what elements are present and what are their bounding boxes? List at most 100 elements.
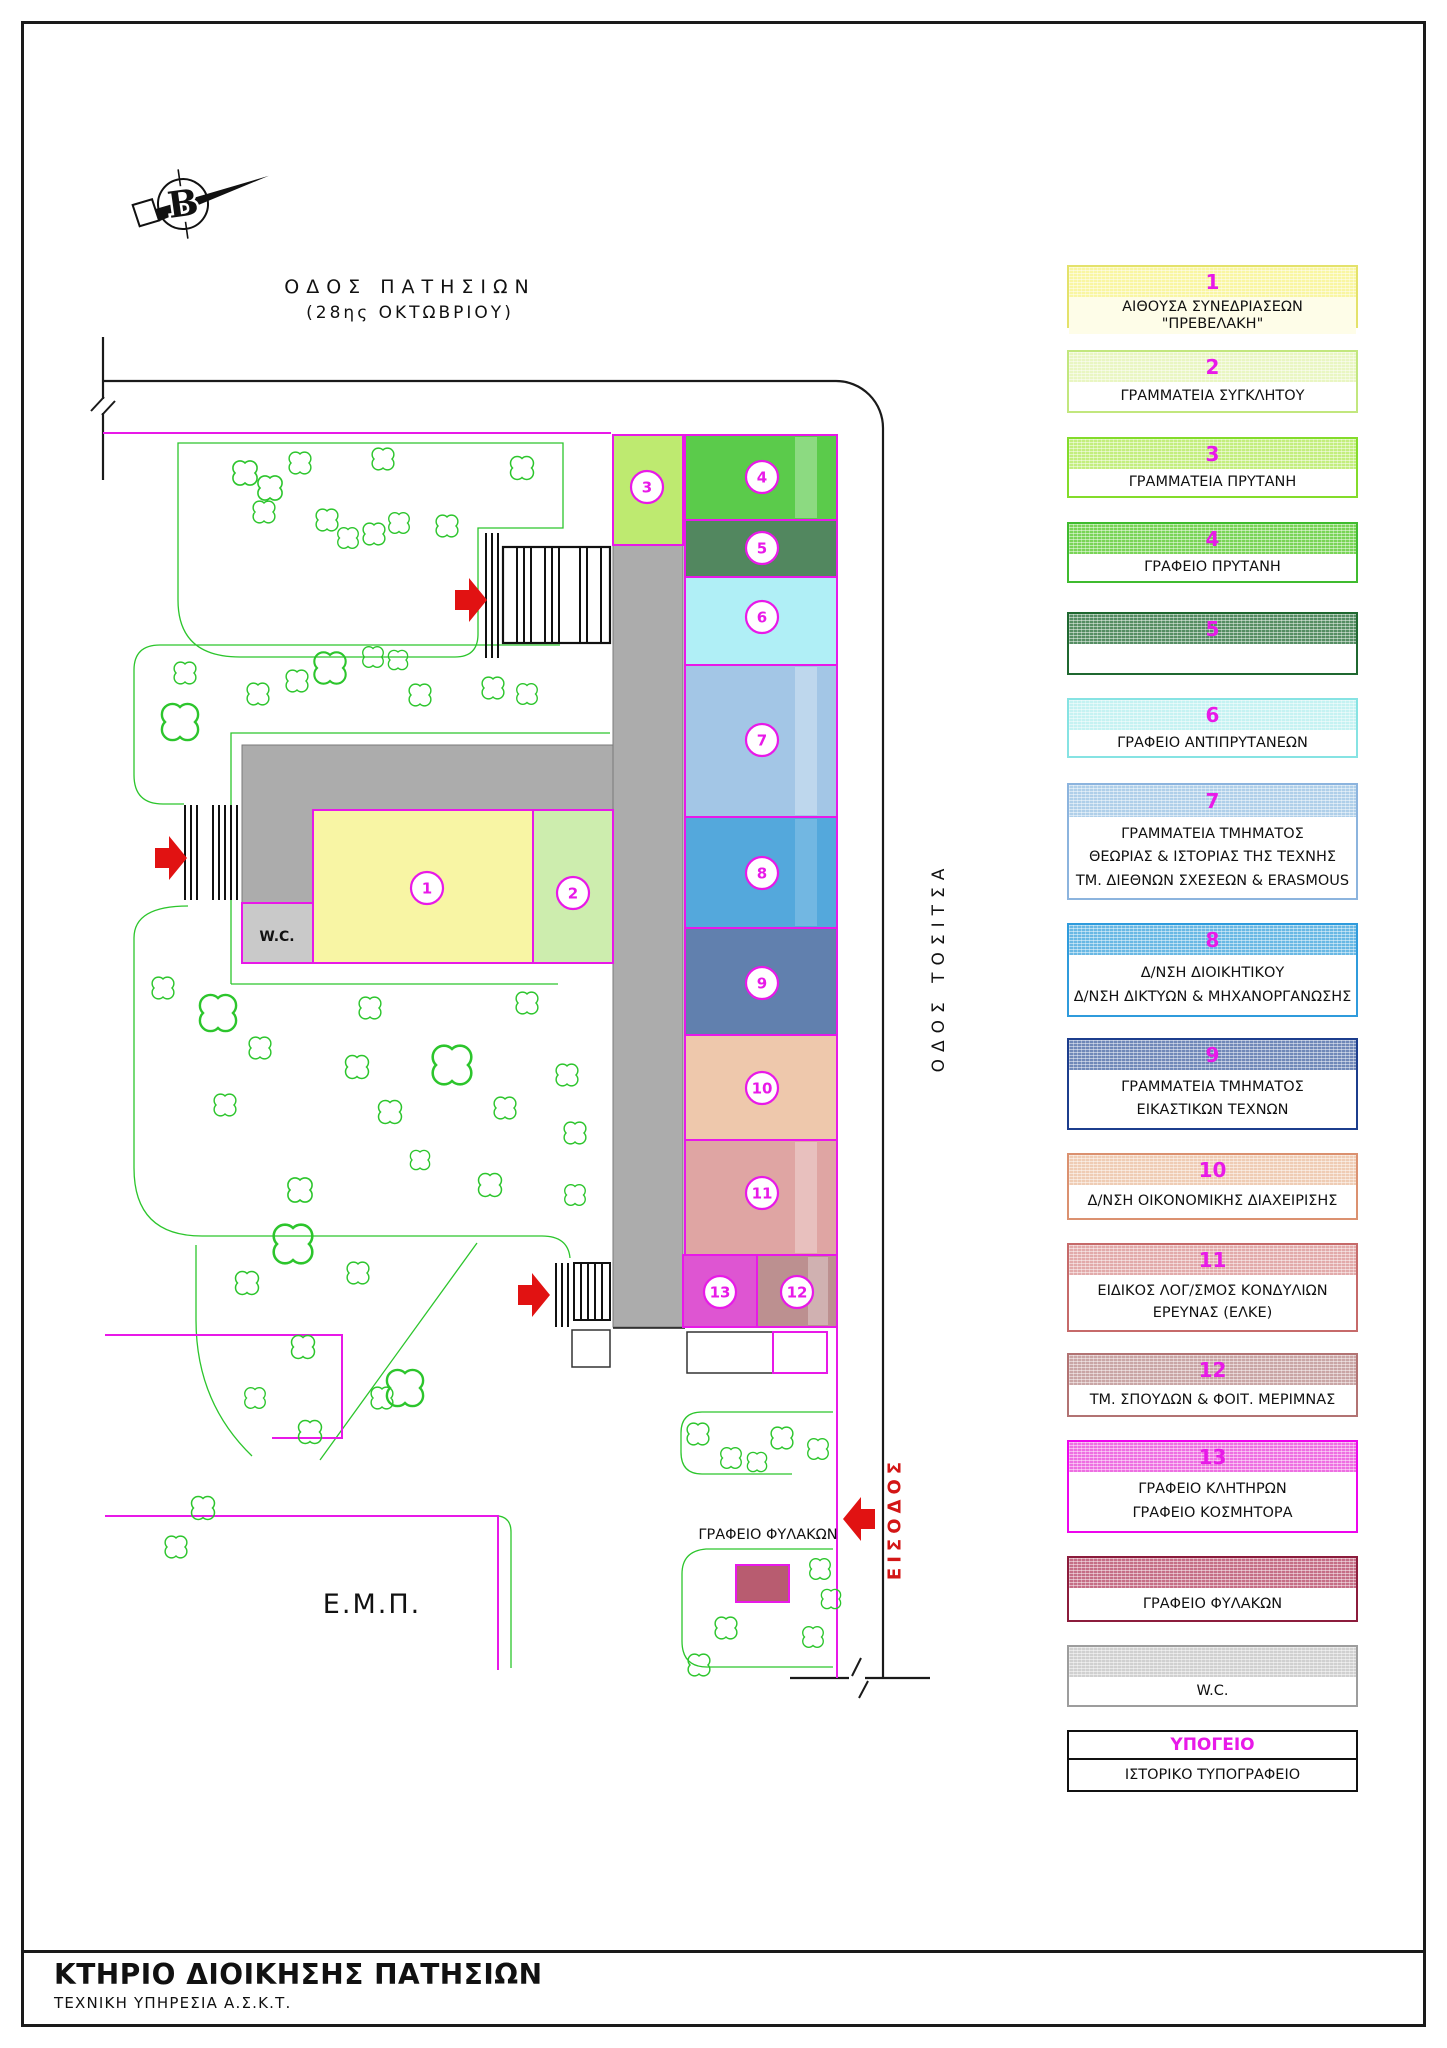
legend-label-line: ΓΡΑΦΕΙΟ ΠΡΥΤΑΝΗ bbox=[1144, 559, 1281, 576]
title-block-separator bbox=[24, 1950, 1423, 1953]
room-number-bubble: 11 bbox=[752, 1185, 773, 1203]
legend-number: 2 bbox=[1205, 355, 1220, 379]
tree-icon bbox=[746, 1451, 768, 1473]
tree-icon bbox=[493, 1096, 517, 1120]
legend-label-line: ΤΜ. ΣΠΟΥΔΩΝ & ΦΟΙΤ. ΜΕΡΙΜΝΑΣ bbox=[1089, 1391, 1336, 1408]
legend-number: 10 bbox=[1198, 1158, 1227, 1182]
entrance-arrow-icon bbox=[455, 578, 487, 622]
legend-number: 6 bbox=[1205, 703, 1220, 727]
tree-icon bbox=[714, 1616, 738, 1640]
neighbour-building-outline bbox=[105, 1334, 343, 1439]
sheet-title: ΚΤΗΡΙΟ ΔΙΟΙΚΗΣΗΣ ΠΑΤΗΣΙΩΝ bbox=[54, 1958, 543, 1991]
legend-swatch bbox=[1069, 1558, 1356, 1588]
legend-label-line: Δ/ΝΣΗ ΔΙΚΤΥΩΝ & ΜΗΧΑΝΟΡΓΑΝΩΣΗΣ bbox=[1073, 988, 1352, 1005]
tree-icon bbox=[164, 1535, 188, 1559]
tree-icon bbox=[257, 475, 283, 501]
legend-item-w-c-: W.C. bbox=[1067, 1645, 1358, 1707]
room-number-bubble: 1 bbox=[422, 880, 432, 898]
legend-swatch: 2 bbox=[1069, 352, 1356, 382]
wc-room bbox=[241, 902, 314, 964]
legend-label: ΑΙΘΟΥΣΑ ΣΥΝΕΔΡΙΑΣΕΩΝ "ΠΡΕΒΕΛΑΚΗ" bbox=[1069, 297, 1356, 335]
legend-number: 11 bbox=[1198, 1248, 1227, 1272]
legend-swatch: 9 bbox=[1069, 1040, 1356, 1070]
emp-building-outline bbox=[105, 1515, 499, 1670]
legend-label-line: ΕΙΔΙΚΟΣ ΛΟΓ/ΣΜΟΣ ΚΟΝΔΥΛΙΩΝ bbox=[1097, 1282, 1328, 1299]
legend-swatch: 5 bbox=[1069, 614, 1356, 644]
tree-icon bbox=[290, 1334, 316, 1360]
entrance-label: ΕΙΣΟΔΟΣ bbox=[884, 1456, 906, 1581]
stairs-bottom bbox=[555, 1262, 611, 1327]
tree-icon bbox=[477, 1172, 503, 1198]
north-compass-icon: B bbox=[131, 169, 269, 239]
guard-office-label: ΓΡΑΦΕΙΟ ΦΥΛΑΚΩΝ bbox=[698, 1527, 838, 1543]
tree-icon bbox=[516, 683, 538, 705]
legend-swatch bbox=[1069, 1647, 1356, 1677]
legend-number: 4 bbox=[1205, 527, 1220, 551]
tree-icon bbox=[809, 1558, 831, 1580]
room-number-bubble: 4 bbox=[757, 469, 767, 487]
legend-label-line: ΘΕΩΡΙΑΣ & ΙΣΤΟΡΙΑΣ ΤΗΣ ΤΕΧΝΗΣ bbox=[1088, 849, 1337, 866]
street-label-patision: ΟΔΟΣ ΠΑΤΗΣΙΩΝ (28ης ΟΚΤΩΒΡΙΟΥ) bbox=[250, 276, 570, 323]
room-number-bubble: 10 bbox=[752, 1080, 773, 1098]
legend-label: ΓΡΑΜΜΑΤΕΙΑ ΠΡΥΤΑΝΗ bbox=[1069, 469, 1356, 496]
tree-icon bbox=[337, 527, 359, 549]
street-alt-name: (28ης ΟΚΤΩΒΡΙΟΥ) bbox=[306, 303, 514, 323]
tree-icon bbox=[160, 702, 200, 742]
legend-swatch: 11 bbox=[1069, 1245, 1356, 1275]
room-5 bbox=[684, 519, 838, 578]
legend-label: ΤΜ. ΣΠΟΥΔΩΝ & ΦΟΙΤ. ΜΕΡΙΜΝΑΣ bbox=[1069, 1385, 1356, 1415]
legend-swatch: 6 bbox=[1069, 700, 1356, 730]
legend-swatch: 13 bbox=[1069, 1442, 1356, 1472]
room-number-bubble: 7 bbox=[757, 732, 767, 750]
legend-swatch: 10 bbox=[1069, 1155, 1356, 1185]
tree-icon bbox=[344, 1054, 370, 1080]
tree-icon bbox=[370, 1386, 394, 1410]
room-number-bubble: 13 bbox=[710, 1284, 731, 1302]
legend-label-line: ΓΡΑΜΜΑΤΕΙΑ ΣΥΓΚΛΗΤΟΥ bbox=[1120, 388, 1305, 405]
legend-label-line: ΓΡΑΦΕΙΟ ΚΛΗΤΗΡΩΝ bbox=[1138, 1481, 1287, 1498]
legend-basement-label: ΙΣΤΟΡΙΚΟ ΤΥΠΟΓΡΑΦΕΙΟ bbox=[1124, 1767, 1301, 1783]
tree-icon bbox=[232, 460, 258, 486]
tree-icon bbox=[371, 447, 395, 471]
legend-label-line: ΑΙΘΟΥΣΑ ΣΥΝΕΔΡΙΑΣΕΩΝ "ΠΡΕΒΕΛΑΚΗ" bbox=[1122, 299, 1303, 332]
tree-icon bbox=[285, 669, 309, 693]
legend-item--: ΓΡΑΦΕΙΟ ΦΥΛΑΚΩΝ bbox=[1067, 1556, 1358, 1622]
tree-icon bbox=[362, 522, 386, 546]
legend-number: 12 bbox=[1198, 1358, 1227, 1382]
tree-icon bbox=[802, 1626, 824, 1648]
legend-label-line: ΓΡΑΜΜΑΤΕΙΑ ΠΡΥΤΑΝΗ bbox=[1128, 474, 1297, 491]
legend-label: Δ/ΝΣΗ ΟΙΚΟΝΟΜΙΚΗΣ ΔΙΑΧΕΙΡΙΣΗΣ bbox=[1069, 1185, 1356, 1218]
legend-number: 1 bbox=[1205, 270, 1220, 294]
legend-label-line: ΓΡΑΦΕΙΟ ΦΥΛΑΚΩΝ bbox=[1142, 1595, 1283, 1612]
room-10 bbox=[684, 1034, 838, 1141]
tree-icon bbox=[409, 1149, 431, 1171]
compass-north-label: B bbox=[165, 181, 201, 227]
tree-icon bbox=[234, 1270, 260, 1296]
legend-number: 7 bbox=[1205, 789, 1220, 813]
tree-icon bbox=[358, 996, 382, 1020]
tree-icon bbox=[288, 451, 312, 475]
legend-number: 8 bbox=[1205, 928, 1220, 952]
legend-swatch: 8 bbox=[1069, 925, 1356, 955]
legend-item-5: 5 bbox=[1067, 612, 1358, 675]
street-label-tositsa: ΟΔΟΣ ΤΟΣΙΤΣΑ bbox=[929, 861, 949, 1073]
guard-office bbox=[735, 1564, 790, 1603]
tree-icon bbox=[213, 1093, 237, 1117]
street-name: ΟΔΟΣ ΠΑΤΗΣΙΩΝ bbox=[284, 276, 536, 298]
tree-icon bbox=[686, 1422, 710, 1446]
sheet-border bbox=[21, 21, 1426, 2027]
room-number-bubble: 12 bbox=[787, 1284, 808, 1302]
